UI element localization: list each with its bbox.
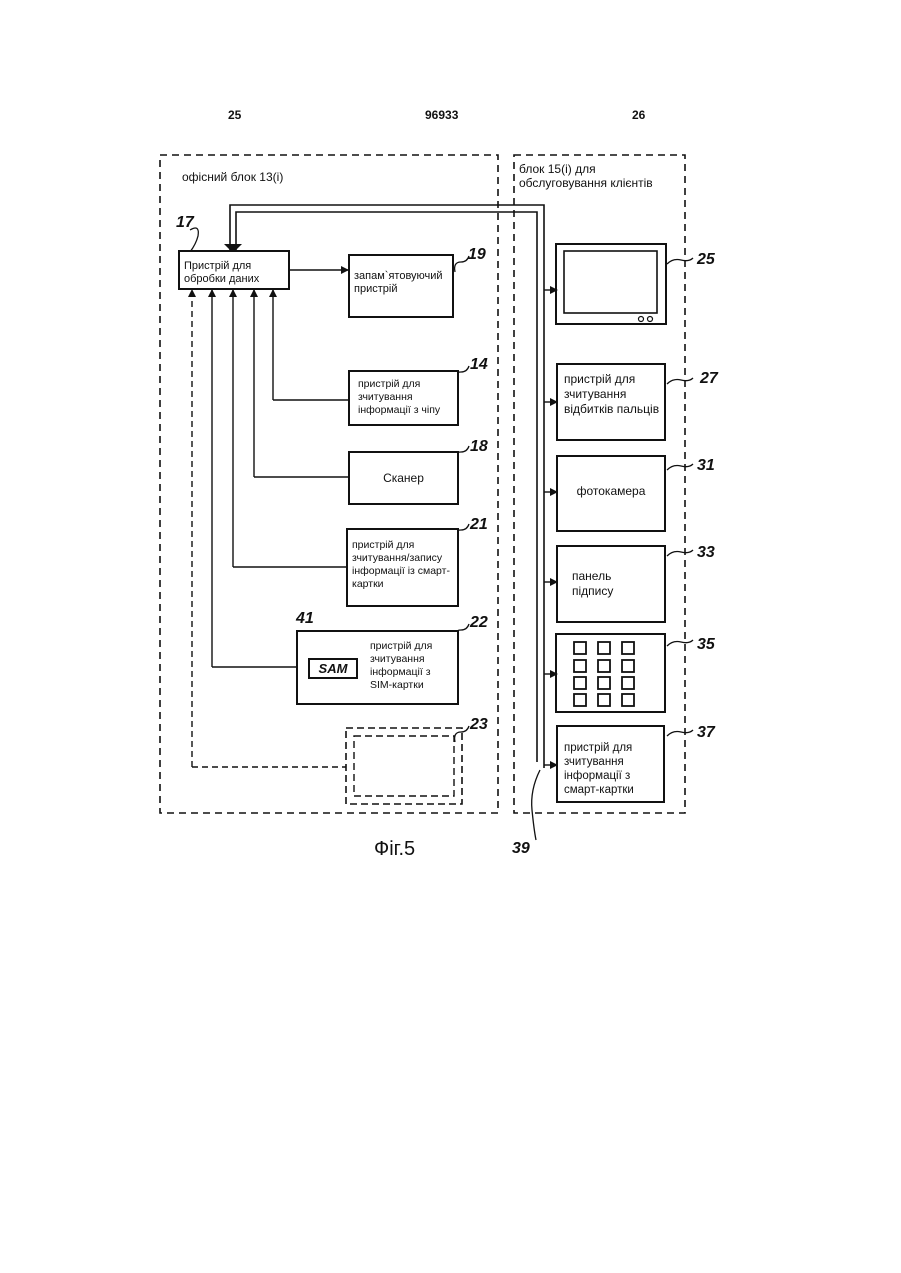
smartcard-rw-box: пристрій для зчитування/запису інформаці… bbox=[346, 528, 459, 607]
sam-module: SAM bbox=[308, 658, 358, 679]
sam-label: SAM bbox=[310, 662, 356, 675]
scanner-label: Сканер bbox=[350, 472, 457, 485]
office-block-title: офісний блок 13(i) bbox=[182, 170, 382, 184]
signature-pad-label: панель підпису bbox=[572, 569, 632, 599]
ref-37: 37 bbox=[697, 724, 715, 742]
fingerprint-label: пристрій для зчитування відбитків пальці… bbox=[564, 372, 664, 417]
header-right-page: 26 bbox=[632, 108, 645, 122]
fingerprint-box: пристрій для зчитування відбитків пальці… bbox=[556, 363, 666, 441]
unit-23-outer bbox=[346, 728, 462, 804]
sim-reader-label: пристрій для зчитування інформації з SIM… bbox=[370, 640, 454, 692]
display-screen bbox=[564, 251, 657, 313]
ref-23: 23 bbox=[470, 716, 488, 734]
ref-21: 21 bbox=[470, 516, 488, 534]
memory-label: запам`ятовуючий пристрій bbox=[354, 270, 452, 296]
data-processor-box: Пристрій для обробки даних bbox=[178, 250, 290, 290]
ref-27: 27 bbox=[700, 370, 718, 388]
sim-reader-box: пристрій для зчитування інформації з SIM… bbox=[296, 630, 459, 705]
ref-25: 25 bbox=[697, 251, 715, 269]
ref-22: 22 bbox=[470, 614, 488, 632]
smartcard-reader-box: пристрій для зчитування інформації з сма… bbox=[556, 725, 665, 803]
unit-23-inner bbox=[354, 736, 454, 796]
ref-18: 18 bbox=[470, 438, 488, 456]
chip-reader-label: пристрій для зчитування інформації з чіп… bbox=[358, 378, 454, 417]
ref-35: 35 bbox=[697, 636, 715, 654]
display-knob-1 bbox=[639, 317, 644, 322]
ref-14: 14 bbox=[470, 356, 488, 374]
ref-39: 39 bbox=[512, 840, 530, 858]
client-block-title: блок 15(i) для обслуговування клієнтів bbox=[519, 162, 685, 190]
ref-17: 17 bbox=[176, 214, 194, 232]
data-processor-label: Пристрій для обробки даних bbox=[184, 260, 284, 286]
header-patent-number: 96933 bbox=[425, 108, 458, 122]
ref-19: 19 bbox=[468, 246, 486, 264]
header-left-page: 25 bbox=[228, 108, 241, 122]
camera-box: фотокамера bbox=[556, 455, 666, 532]
display-knob-2 bbox=[648, 317, 653, 322]
smartcard-reader-label: пристрій для зчитування інформації з сма… bbox=[564, 741, 664, 797]
ref-41: 41 bbox=[296, 610, 314, 628]
memory-box: запам`ятовуючий пристрій bbox=[348, 254, 454, 318]
chip-reader-box: пристрій для зчитування інформації з чіп… bbox=[348, 370, 459, 426]
figure-caption: Фіг.5 bbox=[374, 838, 415, 861]
scanner-box: Сканер bbox=[348, 451, 459, 505]
smartcard-rw-label: пристрій для зчитування/запису інформаці… bbox=[352, 539, 456, 591]
ref-31: 31 bbox=[697, 457, 715, 475]
ref-33: 33 bbox=[697, 544, 715, 562]
camera-label: фотокамера bbox=[558, 485, 664, 498]
signature-pad-box: панель підпису bbox=[556, 545, 666, 623]
display-outer bbox=[556, 244, 666, 324]
keypad-keys bbox=[574, 642, 634, 706]
